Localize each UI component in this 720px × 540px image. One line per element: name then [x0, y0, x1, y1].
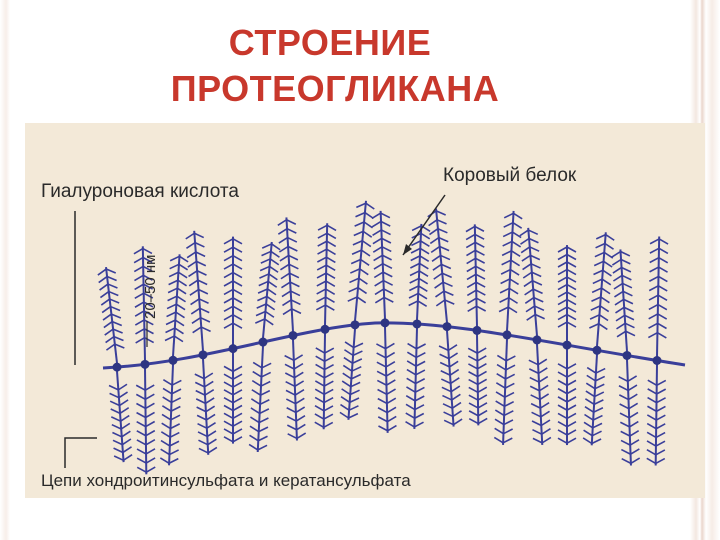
link-protein-node	[473, 326, 482, 335]
core-protein-brush	[278, 217, 301, 331]
core-protein-brush	[558, 245, 576, 341]
core-protein-brush	[340, 329, 363, 420]
core-protein-brush	[520, 228, 545, 336]
core-protein-brush	[255, 242, 280, 338]
core-protein-brush	[409, 224, 430, 320]
link-protein-node	[169, 356, 178, 365]
core-protein-brush	[439, 331, 462, 427]
link-protein-node	[593, 346, 602, 355]
core-protein-brush	[376, 327, 396, 433]
link-protein-nodes	[113, 318, 662, 371]
core-protein-brush	[136, 368, 155, 474]
core-protein-brush	[468, 334, 487, 425]
core-protein-brush	[109, 371, 132, 462]
core-protein-arrowhead	[403, 244, 412, 255]
core-protein-brush	[494, 339, 515, 445]
core-protein-brush	[224, 237, 242, 345]
link-protein-node	[623, 351, 632, 360]
link-protein-node	[381, 318, 390, 327]
link-protein-node	[113, 363, 122, 372]
core-protein-brush	[98, 267, 124, 363]
link-protein-node	[289, 331, 298, 340]
link-protein-node	[259, 338, 268, 347]
core-protein-brush	[186, 231, 211, 351]
slide-title-line-1: СТРОЕНИЕ	[0, 22, 660, 64]
link-protein-node	[563, 341, 572, 350]
link-protein-node	[533, 335, 542, 344]
core-protein-label: Коровый белок	[443, 165, 576, 187]
core-protein-brush	[165, 254, 188, 356]
core-protein-brush	[583, 354, 605, 445]
core-protein-brush	[372, 211, 393, 319]
link-protein-node	[229, 344, 238, 353]
link-protein-node	[653, 356, 662, 365]
core-protein-brush	[224, 353, 242, 444]
link-protein-node	[413, 319, 422, 328]
link-protein-node	[351, 320, 360, 329]
core-protein-brush	[558, 349, 576, 445]
link-protein-node	[141, 360, 150, 369]
link-protein-node	[199, 350, 208, 359]
core-protein-brush	[612, 249, 635, 351]
core-protein-brush	[648, 236, 668, 356]
core-protein-brush	[285, 339, 306, 440]
core-protein-brush	[406, 328, 426, 429]
core-protein-brush	[619, 359, 640, 465]
proteoglycan-diagram: Гиалуроновая кислота Коровый белок 20–50…	[25, 123, 705, 498]
chains-label: Цепи хондроитинсульфата и кератансульфат…	[41, 471, 411, 491]
core-protein-brush	[647, 364, 666, 465]
proteoglycan-drawing	[25, 123, 705, 498]
core-protein-brush	[195, 359, 217, 455]
core-protein-brush	[466, 224, 486, 326]
core-protein-brush	[348, 201, 375, 321]
proteoglycan-monomers	[98, 201, 668, 475]
slide-title-line-2: ПРОТЕОГЛИКАНА	[0, 68, 670, 110]
core-protein-brush	[160, 364, 181, 465]
scale-label: 20–50 нм	[142, 255, 159, 319]
link-protein-node	[321, 325, 330, 334]
core-protein-brush	[316, 223, 336, 325]
hyaluronic-acid-label: Гиалуроновая кислота	[41, 181, 239, 203]
link-protein-node	[503, 330, 512, 339]
core-protein-brush	[249, 346, 271, 452]
link-protein-node	[443, 322, 452, 331]
core-protein-brush	[499, 211, 522, 331]
chains-pointer	[65, 438, 97, 468]
core-protein-brush	[428, 209, 455, 323]
core-protein-brush	[529, 344, 551, 445]
core-protein-brush	[315, 333, 334, 429]
core-protein-brush	[589, 232, 614, 346]
